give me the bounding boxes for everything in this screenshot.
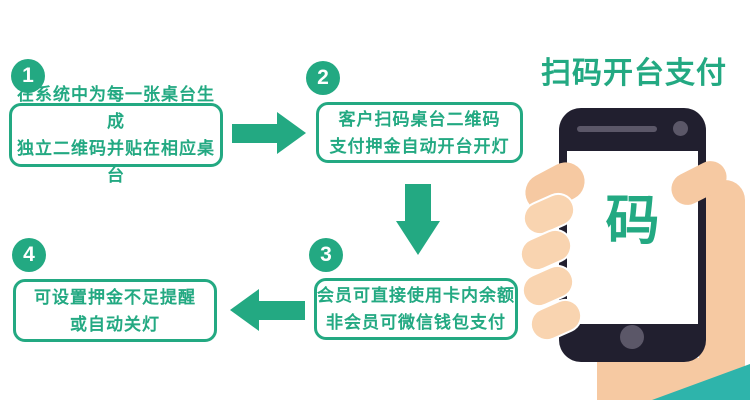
step-4-number-badge: 4 — [12, 238, 46, 272]
step-4-line-2: 或自动关灯 — [70, 314, 160, 334]
phone-screen-text: 码 — [605, 191, 660, 251]
step-3-box: 会员可直接使用卡内余额 非会员可微信钱包支付 — [314, 278, 518, 340]
step-3-number: 3 — [320, 243, 332, 266]
phone-speaker-bar — [577, 126, 657, 132]
step-1-number: 1 — [22, 64, 34, 87]
arrow-left-head-icon — [230, 289, 259, 331]
arrow-down-head-icon — [396, 221, 440, 255]
step-4-number: 4 — [23, 243, 35, 266]
step-1-number-badge: 1 — [11, 59, 45, 93]
step-4-box: 可设置押金不足提醒 或自动关灯 — [13, 279, 217, 342]
arrow-down-icon — [405, 184, 431, 222]
arrow-right-icon — [232, 124, 278, 143]
phone-home-button — [620, 325, 644, 349]
step-3-line-1: 会员可直接使用卡内余额 — [317, 286, 515, 305]
step-2-line-2: 支付押金自动开台开灯 — [329, 136, 510, 156]
step-1-line-2: 独立二维码并贴在相应桌台 — [17, 139, 215, 185]
arrow-left-icon — [258, 301, 305, 320]
phone-illustration: 码 — [559, 108, 706, 362]
step-2-number: 2 — [317, 66, 329, 89]
arrow-right-head-icon — [277, 112, 306, 154]
step-1-line-1: 在系统中为每一张桌台生成 — [17, 85, 215, 131]
phone-camera-dot — [673, 121, 688, 136]
step-3-number-badge: 3 — [309, 238, 343, 272]
step-3-line-2: 非会员可微信钱包支付 — [326, 313, 506, 332]
step-2-number-badge: 2 — [306, 61, 340, 95]
palm-shape — [699, 180, 745, 372]
step-4-line-1: 可设置押金不足提醒 — [34, 287, 196, 307]
step-1-box: 在系统中为每一张桌台生成 独立二维码并贴在相应桌台 — [9, 85, 223, 185]
step-2-box: 客户扫码桌台二维码 支付押金自动开台开灯 — [316, 102, 523, 163]
page-title: 扫码开台支付 — [541, 57, 727, 90]
step-2-line-1: 客户扫码桌台二维码 — [338, 109, 501, 129]
